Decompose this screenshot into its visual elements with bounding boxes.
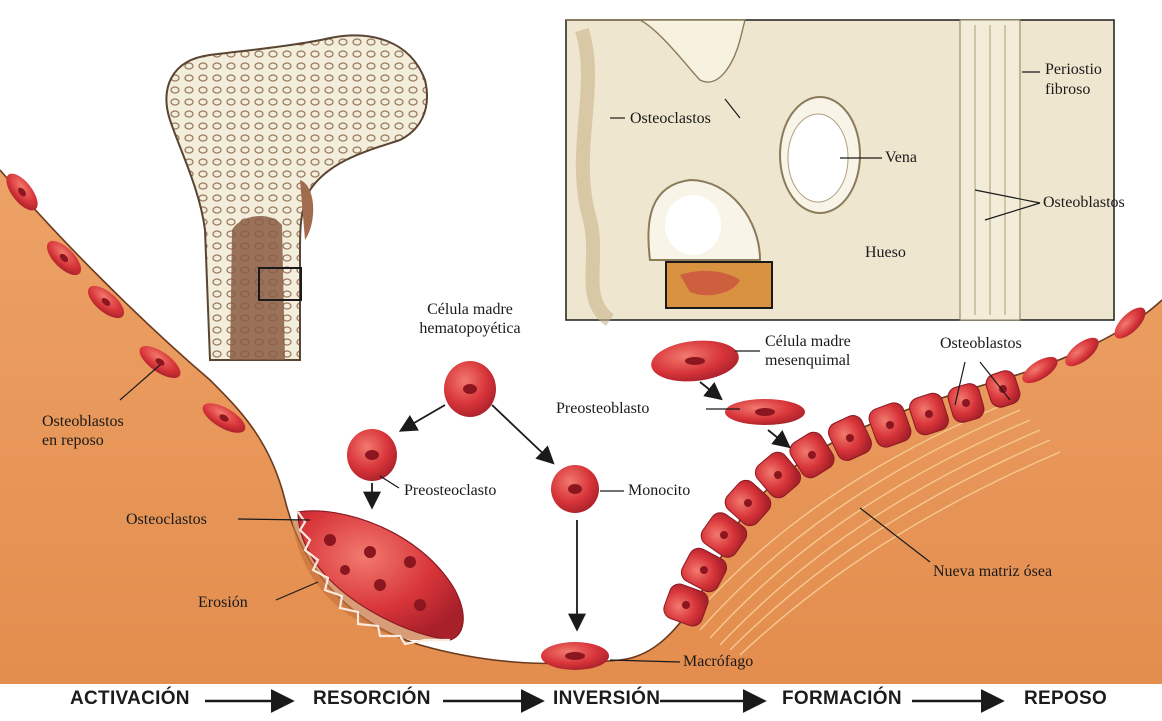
phase-reposo: REPOSO [1024,688,1107,710]
mesenchymal-stem-cell [649,337,741,386]
femur-illustration [166,35,427,360]
phase-activacion: ACTIVACIÓN [70,688,190,710]
label-osteoclastos-inset: Osteoclastos [630,109,711,128]
label-osteoclastos: Osteoclastos [126,510,207,529]
label-osteoblastos-top: Osteoblastos [940,334,1022,353]
label-fibroso: fibroso [1045,80,1090,99]
label-osteoblastos-inset: Osteoblastos [1043,193,1125,212]
label-periostio: Periostio [1045,60,1102,79]
label-osteoblastos-reposo: Osteoblastos en reposo [42,412,124,450]
phase-resorcion: RESORCIÓN [313,688,431,710]
label-celula-madre-mesen-line2: mesenquimal [765,351,851,370]
label-erosion: Erosión [198,593,248,612]
label-hueso: Hueso [865,243,906,262]
hematopoietic-stem-cell [444,361,496,417]
preosteoclast-cell [347,429,397,481]
label-monocito: Monocito [628,481,690,500]
label-nueva-matriz-osea: Nueva matriz ósea [933,562,1052,581]
monocyte-cell [551,465,599,513]
phase-formacion: FORMACIÓN [782,688,902,710]
label-celula-madre-hematopoyetica: Célula madre hematopoyética [405,300,535,338]
label-osteoblastos-reposo-line1: Osteoblastos [42,412,124,431]
histology-inset [566,20,1114,320]
label-celula-madre-hemato-line2: hematopoyética [405,319,535,338]
label-celula-madre-mesen-line1: Célula madre [765,332,851,351]
label-macrofago: Macrófago [683,652,753,671]
phase-inversion: INVERSIÓN [553,688,660,710]
label-celula-madre-mesenquimal: Célula madre mesenquimal [765,332,851,370]
label-preosteoclasto: Preosteoclasto [404,481,496,500]
macrophage-cell [541,642,609,670]
label-celula-madre-hemato-line1: Célula madre [405,300,535,319]
preosteoblast-cell [725,399,805,425]
label-osteoblastos-reposo-line2: en reposo [42,431,124,450]
label-preosteoblasto: Preosteoblasto [556,399,649,418]
label-vena: Vena [885,148,917,167]
